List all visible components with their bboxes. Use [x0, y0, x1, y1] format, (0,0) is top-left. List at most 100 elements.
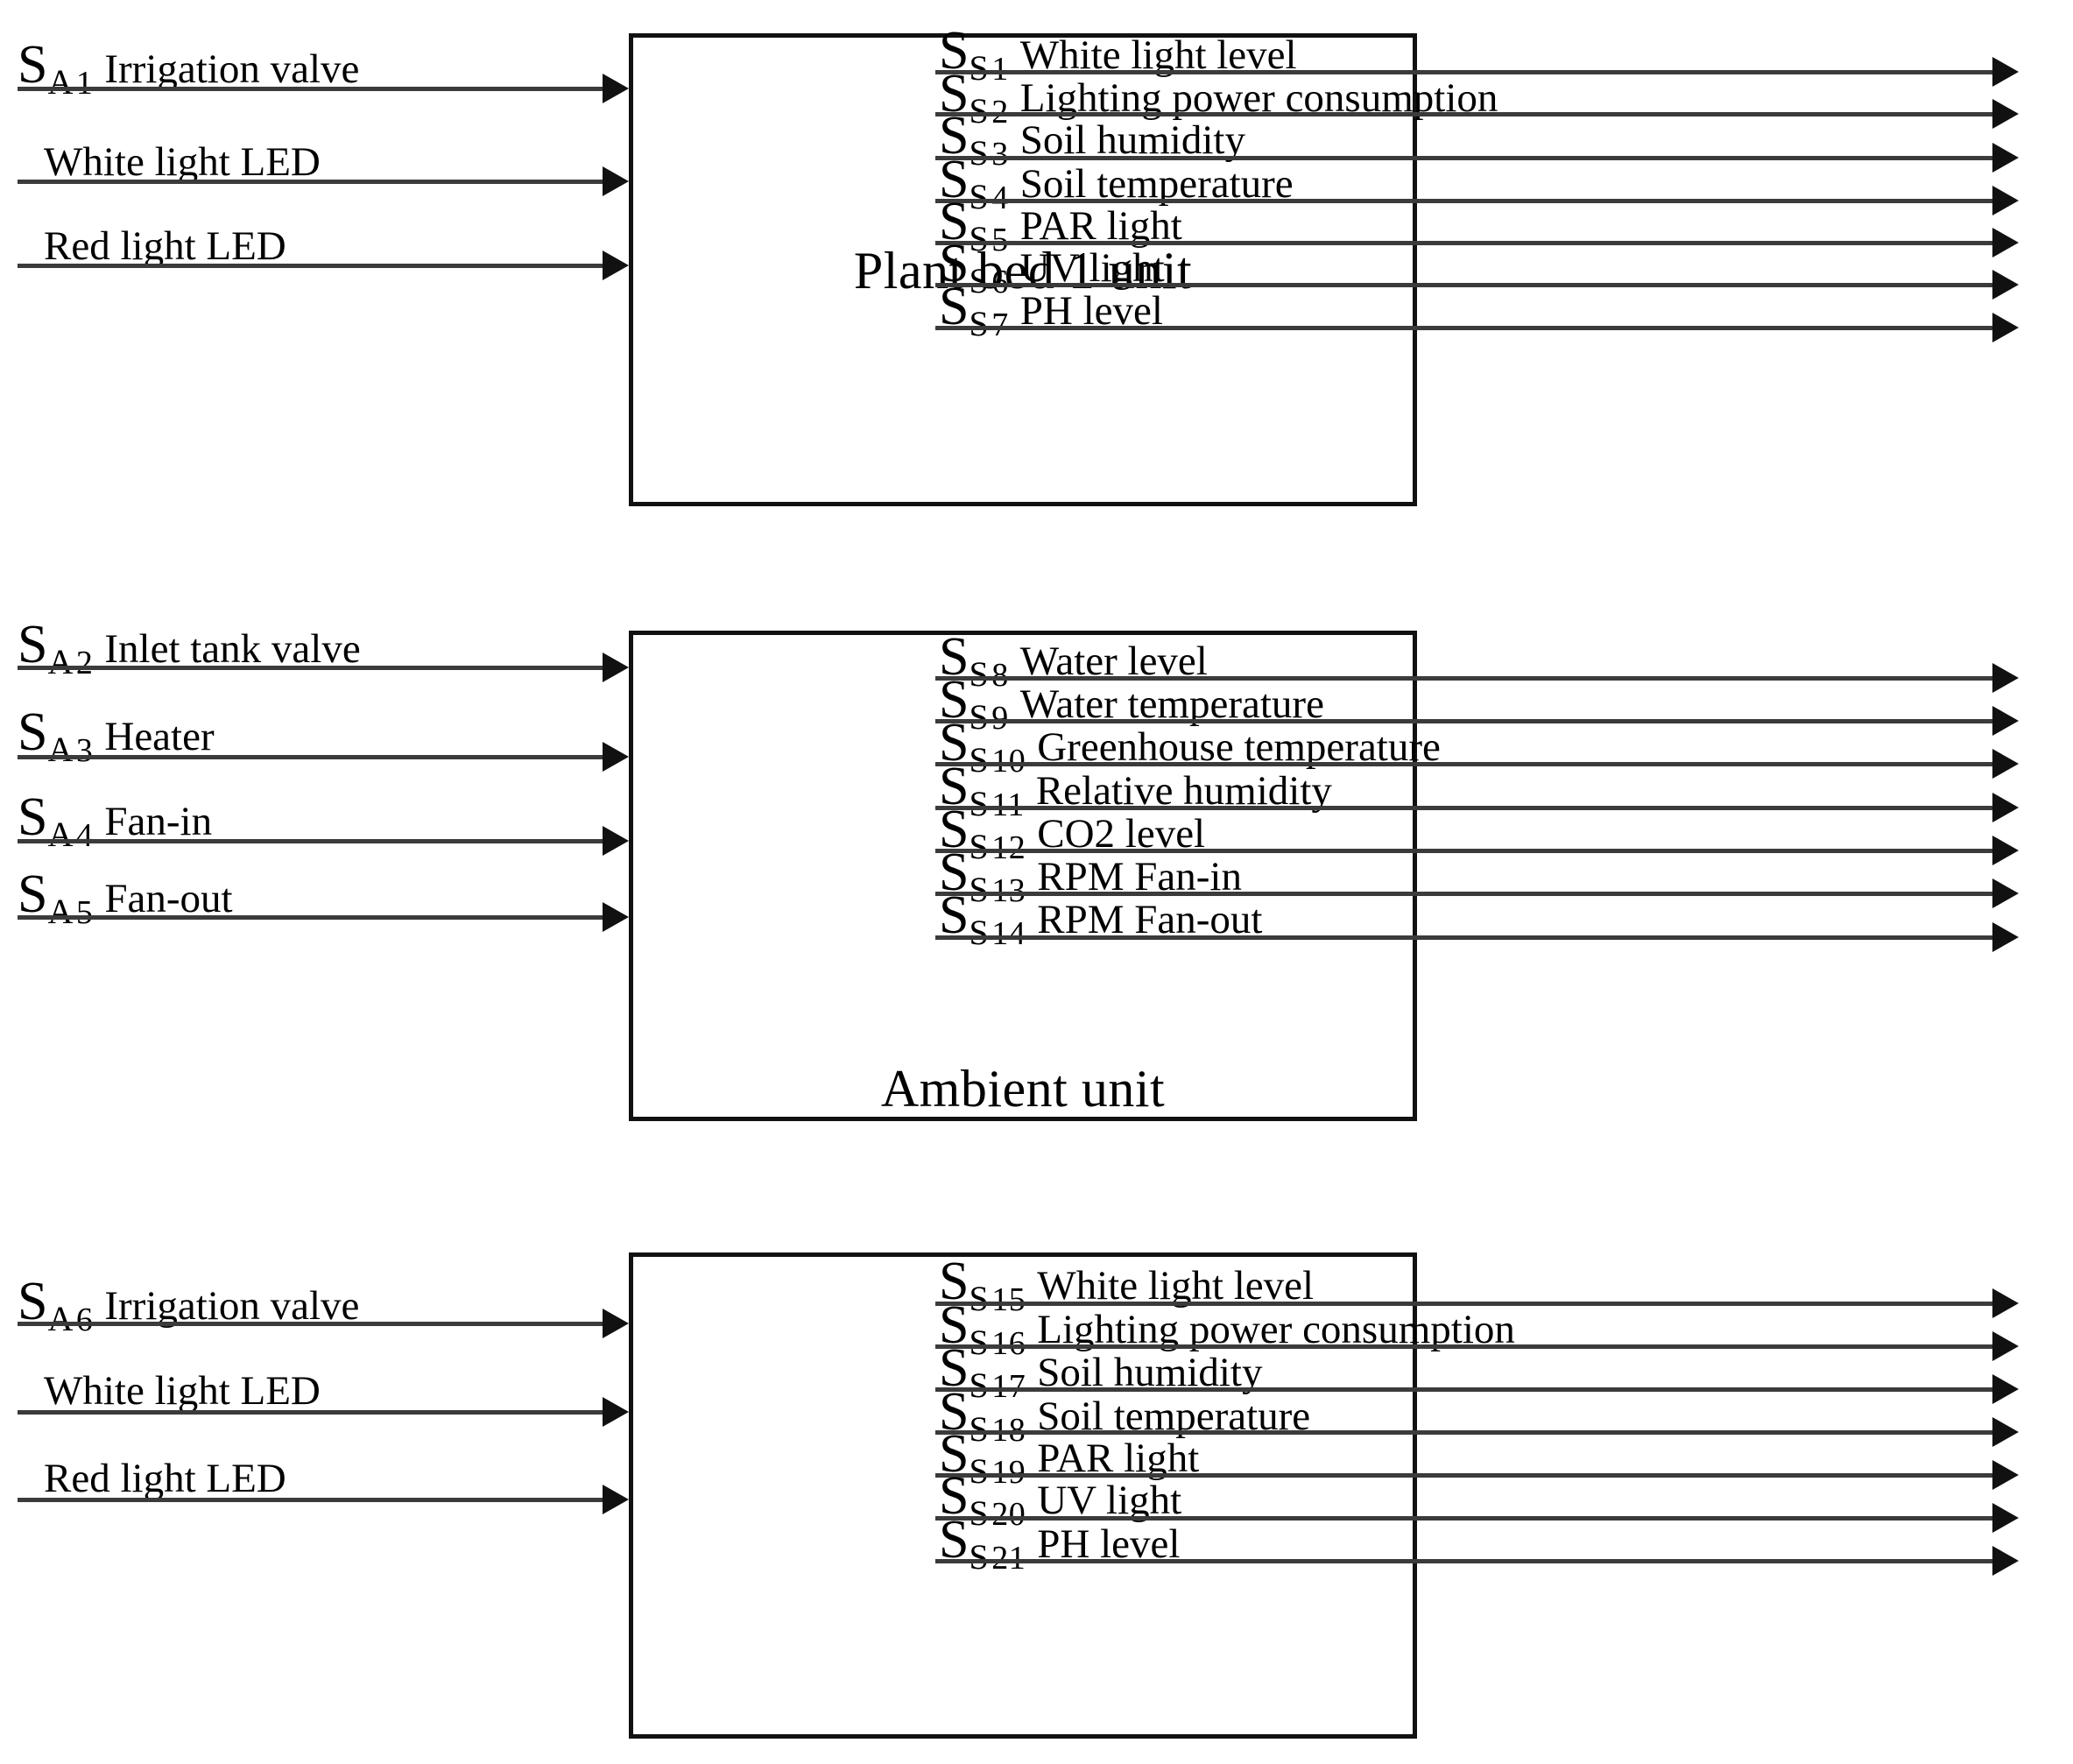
output-symbol: S — [939, 757, 970, 816]
output-line-greenhouse-5 — [935, 1516, 1997, 1521]
output-arrowhead-greenhouse-2 — [1992, 1374, 2019, 1404]
output-symbol: S — [939, 106, 970, 166]
input-arrowhead-plant-bed-1-1 — [603, 166, 629, 196]
input-arrowhead-ambient-3 — [603, 902, 629, 932]
output-text: PH level — [1019, 288, 1163, 334]
output-subscript: S — [969, 176, 990, 216]
output-text: Water temperature — [1019, 681, 1324, 727]
output-text: CO2 level — [1037, 811, 1206, 857]
unit-title-ambient: Ambient unit — [880, 1060, 1166, 1118]
input-arrowhead-ambient-1 — [603, 742, 629, 772]
input-symbol: S — [18, 615, 48, 674]
input-line-plant-bed-1-0 — [18, 87, 603, 91]
output-index: 14 — [991, 914, 1026, 952]
output-index: 20 — [991, 1495, 1026, 1533]
output-text: Soil temperature — [1037, 1394, 1311, 1439]
input-label-greenhouse-1: White light LED — [44, 1371, 321, 1412]
output-symbol: S — [939, 627, 970, 687]
output-symbol: S — [939, 234, 970, 293]
input-symbol: S — [18, 864, 48, 924]
input-subscript: A — [47, 891, 74, 931]
output-symbol: S — [939, 277, 970, 336]
output-text: Soil humidity — [1019, 117, 1245, 163]
input-text: White light LED — [44, 1368, 321, 1414]
output-subscript: S — [969, 1322, 990, 1362]
output-arrowhead-ambient-0 — [1992, 663, 2019, 693]
output-text: Soil temperature — [1019, 161, 1294, 207]
input-symbol: S — [18, 787, 48, 847]
output-arrowhead-plant-bed-1-3 — [1992, 186, 2019, 215]
output-subscript: S — [969, 1536, 990, 1577]
output-index: 17 — [991, 1367, 1026, 1405]
output-index: 19 — [991, 1453, 1026, 1491]
output-line-greenhouse-6 — [935, 1559, 1997, 1563]
input-text: Irrigation valve — [104, 1283, 360, 1329]
input-symbol: S — [18, 35, 48, 95]
output-symbol: S — [939, 1510, 970, 1570]
output-arrowhead-plant-bed-1-5 — [1992, 270, 2019, 300]
output-arrowhead-greenhouse-4 — [1992, 1460, 2019, 1490]
output-arrowhead-ambient-5 — [1992, 878, 2019, 908]
input-subscript: A — [47, 814, 74, 854]
output-index: 13 — [991, 871, 1026, 909]
input-index: 4 — [75, 816, 94, 854]
output-arrowhead-greenhouse-5 — [1992, 1503, 2019, 1533]
output-text: Soil humidity — [1037, 1350, 1263, 1395]
output-subscript: S — [969, 912, 990, 952]
input-subscript: A — [47, 641, 74, 681]
input-index: 5 — [75, 893, 94, 931]
output-line-plant-bed-1-0 — [935, 70, 1997, 74]
output-subscript: S — [969, 260, 990, 300]
input-arrowhead-ambient-0 — [603, 653, 629, 682]
output-symbol: S — [939, 64, 970, 123]
output-line-ambient-4 — [935, 849, 1997, 853]
output-arrowhead-plant-bed-1-6 — [1992, 313, 2019, 342]
output-arrowhead-greenhouse-1 — [1992, 1331, 2019, 1361]
output-subscript: S — [969, 826, 990, 866]
output-arrowhead-ambient-3 — [1992, 793, 2019, 822]
output-index: 11 — [991, 786, 1025, 823]
input-index: 1 — [75, 64, 94, 102]
output-symbol: S — [939, 1295, 970, 1355]
input-subscript: A — [47, 1298, 74, 1338]
output-symbol: S — [939, 1252, 970, 1311]
output-text: PAR light — [1037, 1436, 1200, 1481]
output-text: UV light — [1037, 1478, 1182, 1523]
output-subscript: S — [969, 47, 990, 88]
output-arrowhead-plant-bed-1-4 — [1992, 228, 2019, 258]
output-text: RPM Fan-in — [1037, 854, 1242, 900]
output-index: 10 — [991, 742, 1026, 780]
output-line-ambient-0 — [935, 676, 1997, 681]
output-line-greenhouse-0 — [935, 1302, 1997, 1306]
output-index: 4 — [991, 179, 1009, 216]
output-line-ambient-1 — [935, 719, 1997, 723]
unit-box-ambient: Ambient unit — [629, 631, 1417, 1121]
output-arrowhead-plant-bed-1-1 — [1992, 99, 2019, 129]
output-index: 8 — [991, 656, 1009, 694]
output-symbol: S — [939, 843, 970, 902]
output-index: 6 — [991, 263, 1009, 300]
output-text: Lighting power consumption — [1037, 1307, 1515, 1352]
output-line-plant-bed-1-6 — [935, 326, 1997, 330]
input-index: 6 — [75, 1301, 94, 1338]
unit-title-plant-bed-1: Plant bed 1 unit — [853, 242, 1193, 300]
input-line-ambient-1 — [18, 755, 603, 759]
output-arrowhead-plant-bed-1-2 — [1992, 143, 2019, 173]
output-index: 9 — [991, 699, 1009, 737]
output-subscript: S — [969, 218, 990, 258]
output-label-plant-bed-1-1: SS2Lighting power consumption — [939, 67, 1498, 129]
input-arrowhead-ambient-2 — [603, 826, 629, 856]
output-index: 21 — [991, 1539, 1026, 1577]
output-line-plant-bed-1-3 — [935, 199, 1997, 203]
